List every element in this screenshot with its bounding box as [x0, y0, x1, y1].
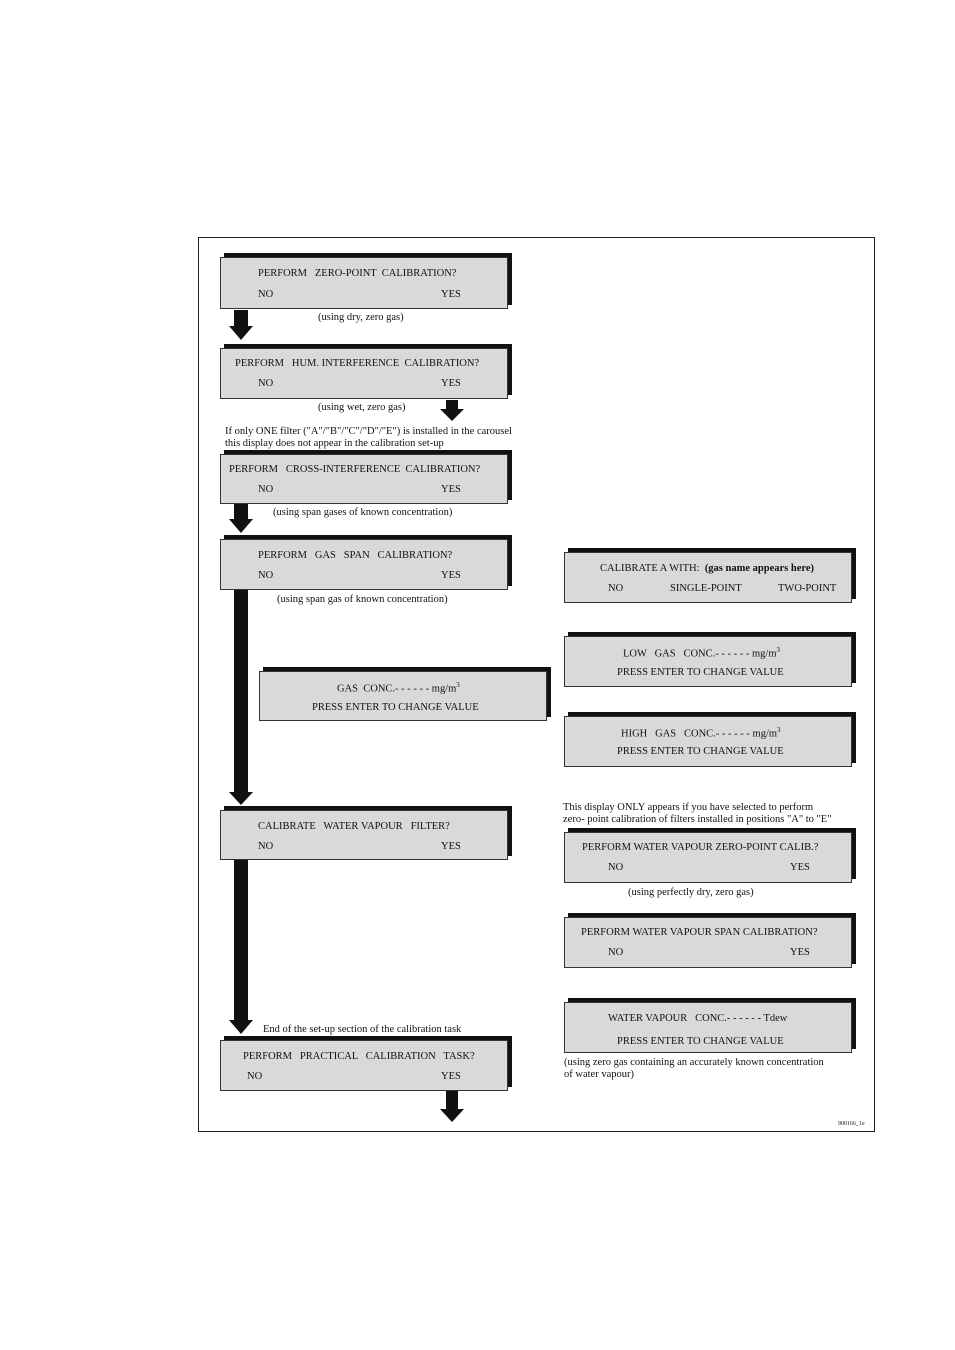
- yes-option: YES: [441, 570, 461, 581]
- diagram-frame: [198, 237, 875, 1132]
- hum-interference-calibration-display: PERFORM HUM. INTERFERENCE CALIBRATION? N…: [220, 348, 508, 399]
- calibrate-a-text: CALIBRATE A WITH:: [600, 563, 700, 574]
- one-filter-note-line2: this display does not appear in the cali…: [225, 438, 444, 449]
- perfectly-dry-note: (using perfectly dry, zero gas): [628, 887, 754, 898]
- high-gas-text: HIGH GAS CONC.- - - - - - mg/m: [621, 728, 778, 740]
- press-enter-text: PRESS ENTER TO CHANGE VALUE: [312, 702, 479, 713]
- two-point-option: TWO-POINT: [778, 583, 837, 594]
- unit-superscript: 3: [776, 646, 781, 654]
- yes-option: YES: [441, 378, 461, 389]
- yes-option: YES: [441, 484, 461, 495]
- arrow-water-to-practical: [229, 860, 253, 1034]
- low-gas-text: LOW GAS CONC.- - - - - - mg/m: [623, 648, 777, 660]
- arrow-hum-yes: [440, 400, 464, 421]
- gas-conc-line: GAS CONC.- - - - - - mg/m3: [337, 681, 460, 695]
- calibrate-water-vapour-filter-display: CALIBRATE WATER VAPOUR FILTER? NO YES: [220, 810, 508, 860]
- calibrate-a-label: CALIBRATE A WITH: (gas name appears here…: [600, 563, 814, 574]
- press-enter-text: PRESS ENTER TO CHANGE VALUE: [617, 746, 784, 757]
- practical-calibration-task-display: PERFORM PRACTICAL CALIBRATION TASK? NO Y…: [220, 1040, 508, 1091]
- no-option: NO: [258, 378, 274, 389]
- no-option: NO: [258, 841, 274, 852]
- yes-option: YES: [441, 289, 461, 300]
- gas-conc-text: GAS CONC.- - - - - - mg/m: [337, 683, 457, 695]
- display-question: PERFORM CROSS-INTERFERENCE CALIBRATION?: [229, 464, 481, 475]
- no-option: NO: [608, 862, 624, 873]
- gas-name-placeholder: (gas name appears here): [704, 563, 814, 574]
- dry-zero-gas-note: (using dry, zero gas): [318, 312, 404, 323]
- yes-option: YES: [790, 947, 810, 958]
- only-appears-note-line2: zero- point calibration of filters insta…: [563, 814, 832, 825]
- press-enter-text: PRESS ENTER TO CHANGE VALUE: [617, 1036, 784, 1047]
- display-question: PERFORM WATER VAPOUR ZERO-POINT CALIB.?: [582, 842, 819, 853]
- zero-point-calibration-display: PERFORM ZERO-POINT CALIBRATION? NO YES: [220, 257, 508, 309]
- arrow-zero-to-hum: [229, 310, 253, 340]
- no-option: NO: [608, 583, 624, 594]
- low-gas-concentration-display: LOW GAS CONC.- - - - - - mg/m3 PRESS ENT…: [564, 636, 852, 687]
- unit-superscript: 3: [456, 681, 460, 689]
- high-gas-line: HIGH GAS CONC.- - - - - - mg/m3: [621, 726, 781, 740]
- no-option: NO: [608, 947, 624, 958]
- high-gas-concentration-display: HIGH GAS CONC.- - - - - - mg/m3 PRESS EN…: [564, 716, 852, 767]
- figure-id: 900166_1e: [838, 1121, 865, 1127]
- end-setup-note: End of the set-up section of the calibra…: [263, 1024, 462, 1035]
- press-enter-text: PRESS ENTER TO CHANGE VALUE: [617, 667, 784, 678]
- display-question: PERFORM WATER VAPOUR SPAN CALIBRATION?: [581, 927, 818, 938]
- arrow-cross-to-span: [229, 504, 253, 533]
- span-gases-note: (using span gases of known concentration…: [273, 507, 453, 518]
- calibrate-a-with-display: CALIBRATE A WITH: (gas name appears here…: [564, 552, 852, 603]
- cross-interference-calibration-display: PERFORM CROSS-INTERFERENCE CALIBRATION? …: [220, 454, 508, 504]
- no-option: NO: [247, 1071, 263, 1082]
- single-point-option: SINGLE-POINT: [670, 583, 742, 594]
- display-question: CALIBRATE WATER VAPOUR FILTER?: [258, 821, 450, 832]
- gas-concentration-display: GAS CONC.- - - - - - mg/m3 PRESS ENTER T…: [259, 671, 547, 721]
- one-filter-note-line1: If only ONE filter ("A"/"B"/"C"/"D"/"E")…: [225, 426, 512, 437]
- display-question: PERFORM ZERO-POINT CALIBRATION?: [258, 268, 457, 279]
- only-appears-note-line1: This display ONLY appears if you have se…: [563, 802, 814, 813]
- arrow-span-to-water: [229, 590, 253, 805]
- gas-span-calibration-display: PERFORM GAS SPAN CALIBRATION? NO YES: [220, 539, 508, 590]
- zero-gas-conc-note-line1: (using zero gas containing an accurately…: [564, 1057, 824, 1068]
- yes-option: YES: [441, 841, 461, 852]
- zero-gas-conc-note-line2: of water vapour): [564, 1069, 634, 1080]
- display-question: PERFORM PRACTICAL CALIBRATION TASK?: [243, 1051, 475, 1062]
- display-question: PERFORM HUM. INTERFERENCE CALIBRATION?: [235, 358, 480, 369]
- unit-superscript: 3: [777, 726, 781, 734]
- yes-option: YES: [441, 1071, 461, 1082]
- water-vapour-concentration-display: WATER VAPOUR CONC.- - - - - - Tdew PRESS…: [564, 1002, 852, 1053]
- wv-conc-text: WATER VAPOUR CONC.- - - - - - Tdew: [608, 1013, 788, 1024]
- water-vapour-zero-point-display: PERFORM WATER VAPOUR ZERO-POINT CALIB.? …: [564, 832, 852, 883]
- arrow-practical-yes: [440, 1091, 464, 1122]
- no-option: NO: [258, 570, 274, 581]
- yes-option: YES: [790, 862, 810, 873]
- wet-zero-gas-note: (using wet, zero gas): [318, 402, 406, 413]
- display-question: PERFORM GAS SPAN CALIBRATION?: [258, 550, 453, 561]
- span-gas-note: (using span gas of known concentration): [277, 594, 448, 605]
- water-vapour-span-display: PERFORM WATER VAPOUR SPAN CALIBRATION? N…: [564, 917, 852, 968]
- low-gas-line: LOW GAS CONC.- - - - - - mg/m3: [623, 646, 780, 660]
- no-option: NO: [258, 484, 274, 495]
- no-option: NO: [258, 289, 274, 300]
